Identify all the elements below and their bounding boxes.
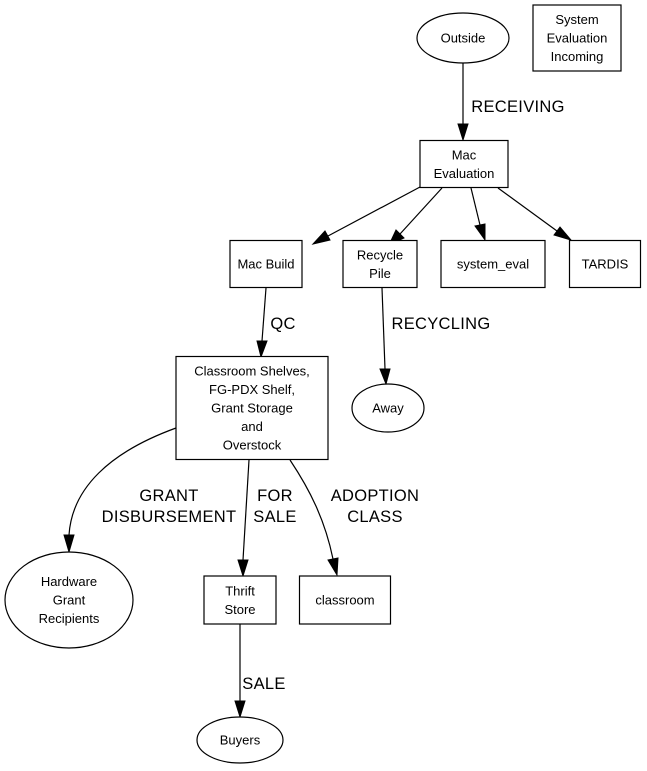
- nodes-layer: OutsideSystemEvaluationIncomingMacEvalua…: [4, 4, 642, 764]
- arrowhead-icon: [457, 123, 469, 142]
- edge-line: [381, 287, 386, 370]
- box-node-shape: [419, 139, 509, 189]
- node-label: Classroom Shelves,: [194, 364, 310, 379]
- edge-classroom-shelves-to-classroom: [289, 459, 339, 577]
- node-label: Recipients: [39, 611, 100, 626]
- arrowhead-icon: [327, 557, 339, 577]
- edge-outside-to-mac-evaluation: [457, 63, 469, 142]
- node-tardis: TARDIS: [568, 239, 642, 289]
- node-label: TARDIS: [582, 257, 629, 272]
- node-label: system_eval: [457, 257, 529, 272]
- edge-classroom-shelves-to-hardware-grant-recipients: [63, 427, 177, 554]
- arrowhead-icon: [553, 226, 573, 241]
- edge-mac-evaluation-to-system-eval: [470, 187, 486, 242]
- box-node-shape: [203, 575, 277, 625]
- edge-label: ADOPTION: [331, 487, 420, 505]
- arrowhead-icon: [63, 534, 75, 554]
- edge-line: [68, 427, 177, 536]
- edge-line: [327, 186, 421, 237]
- box-node-shape: [440, 239, 546, 289]
- arrowhead-icon: [256, 340, 268, 359]
- box-node-shape: [342, 239, 418, 289]
- node-outside: Outside: [416, 12, 510, 64]
- ellipse-node-shape: [351, 383, 425, 433]
- node-label: Recycle: [357, 247, 403, 262]
- node-away: Away: [351, 383, 425, 433]
- node-buyers: Buyers: [196, 716, 284, 764]
- edge-label: RECYCLING: [392, 315, 491, 333]
- node-label: Grant Storage: [211, 401, 293, 416]
- node-label: Pile: [369, 266, 391, 281]
- arrowhead-icon: [474, 223, 486, 242]
- node-label: Outside: [441, 31, 486, 46]
- edge-line: [399, 187, 443, 235]
- arrowhead-icon: [234, 700, 246, 719]
- node-label: Grant: [53, 593, 86, 608]
- node-classroom: classroom: [298, 575, 392, 625]
- box-node-shape: [175, 355, 329, 461]
- edge-label: DISBURSEMENT: [102, 508, 237, 526]
- edge-classroom-shelves-to-thrift-store: [237, 459, 250, 578]
- node-label: Evaluation: [547, 31, 608, 46]
- node-label: Overstock: [223, 438, 282, 453]
- node-label: Hardware: [41, 574, 97, 589]
- edge-mac-build-to-classroom-shelves: [256, 287, 268, 359]
- ellipse-node-shape: [416, 12, 510, 64]
- edge-line: [261, 287, 267, 342]
- edge-line: [497, 187, 558, 232]
- edge-label: QC: [270, 315, 295, 333]
- node-label: Mac: [452, 147, 477, 162]
- edge-label: SALE: [242, 675, 285, 693]
- arrowhead-icon: [237, 559, 249, 578]
- edge-recycle-pile-to-away: [379, 287, 391, 386]
- box-node-shape: [229, 239, 303, 289]
- edge-thrift-store-to-buyers: [234, 624, 246, 719]
- edge-mac-evaluation-to-tardis: [497, 187, 573, 241]
- node-system-eval: system_eval: [440, 239, 546, 289]
- node-label: Thrift: [225, 583, 255, 598]
- arrowhead-icon: [311, 230, 331, 245]
- ellipse-node-shape: [4, 551, 134, 649]
- box-node-shape: [568, 239, 642, 289]
- edge-label: RECEIVING: [471, 98, 564, 116]
- edges-layer: [63, 63, 573, 719]
- edge-line: [470, 187, 481, 226]
- edge-label: GRANT: [139, 487, 198, 505]
- node-label: Away: [372, 401, 404, 416]
- ellipse-node-shape: [196, 716, 284, 764]
- node-label: Buyers: [220, 733, 261, 748]
- box-node-shape: [532, 4, 622, 72]
- edge-labels-layer: RECEIVING QC RECYCLING GRANT DISBURSEMENT FOR…: [102, 98, 565, 693]
- node-classroom-shelves: Classroom Shelves, FG-PDX Shelf, Grant Sto…: [175, 355, 329, 461]
- node-mac-build: Mac Build: [229, 239, 303, 289]
- node-label: System: [555, 12, 598, 27]
- node-label: and: [241, 419, 263, 434]
- node-label: classroom: [315, 593, 374, 608]
- edge-label: SALE: [253, 508, 296, 526]
- node-label: Store: [224, 602, 255, 617]
- edge-label: FOR: [257, 487, 293, 505]
- node-label: Incoming: [551, 49, 604, 64]
- edge-label: CLASS: [347, 508, 403, 526]
- edge-line: [289, 459, 334, 560]
- edge-mac-evaluation-to-recycle-pile: [387, 187, 443, 247]
- node-label: Mac Build: [237, 257, 294, 272]
- arrowhead-icon: [379, 368, 391, 386]
- edge-mac-evaluation-to-mac-build: [311, 186, 421, 245]
- node-label: FG-PDX Shelf,: [209, 382, 295, 397]
- node-label: Evaluation: [434, 166, 495, 181]
- box-node-shape: [298, 575, 392, 625]
- edge-line: [242, 459, 250, 561]
